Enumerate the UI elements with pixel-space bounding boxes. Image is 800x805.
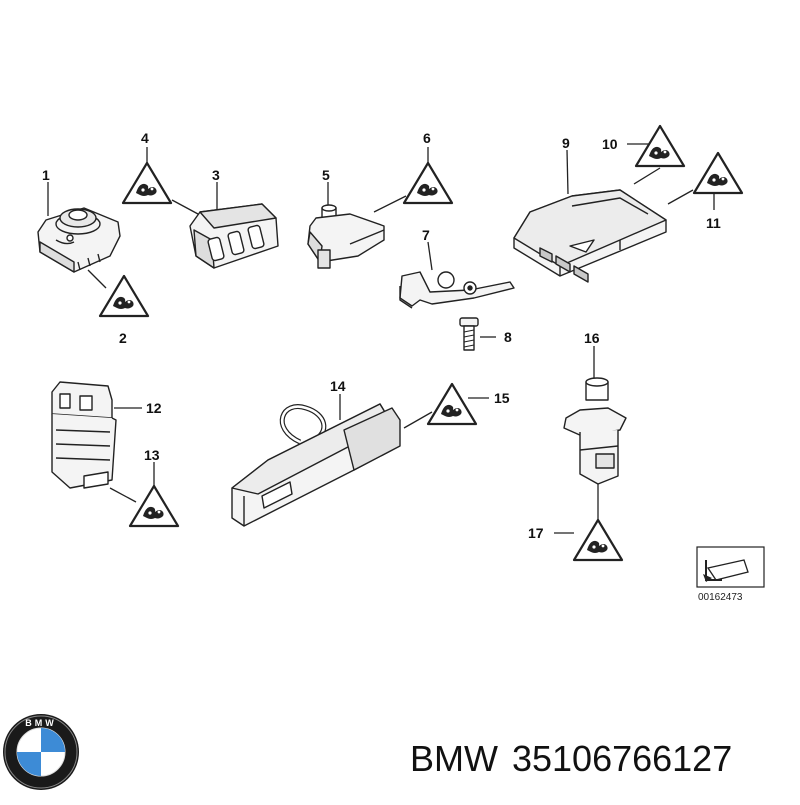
callout-4: 4 bbox=[141, 130, 149, 146]
warning-icon-6 bbox=[402, 161, 454, 205]
part-3-seat-memory-switch bbox=[189, 203, 279, 269]
callout-8: 8 bbox=[504, 329, 512, 345]
warning-icon-15 bbox=[426, 382, 478, 426]
warning-icon-17 bbox=[572, 518, 624, 562]
part-8-screw bbox=[459, 317, 479, 351]
logo-letters: BMW bbox=[25, 718, 57, 728]
warning-icon-2 bbox=[98, 274, 150, 318]
bmw-logo: BMW bbox=[3, 714, 79, 790]
callout-1: 1 bbox=[42, 167, 50, 183]
callout-13: 13 bbox=[144, 447, 160, 463]
callout-14: 14 bbox=[330, 378, 346, 394]
callout-10: 10 bbox=[602, 136, 618, 152]
callout-3: 3 bbox=[212, 167, 220, 183]
part-caption: BMW 35106766127 bbox=[410, 738, 746, 780]
part-12-connector-housing bbox=[51, 381, 117, 489]
reference-box: 00162473 bbox=[696, 546, 765, 603]
warning-icon-10 bbox=[634, 124, 686, 168]
callout-6: 6 bbox=[423, 130, 431, 146]
caption-brand: BMW bbox=[410, 738, 498, 779]
reference-number: 00162473 bbox=[698, 592, 743, 603]
callout-16: 16 bbox=[584, 330, 600, 346]
part-1-mirror-switch bbox=[37, 207, 121, 273]
warning-icon-4 bbox=[121, 161, 173, 205]
callout-7: 7 bbox=[422, 227, 430, 243]
warning-icon-13 bbox=[128, 484, 180, 528]
part-14-sensor-module bbox=[231, 403, 401, 527]
part-7-bracket bbox=[399, 271, 515, 309]
callout-5: 5 bbox=[322, 167, 330, 183]
callout-9: 9 bbox=[562, 135, 570, 151]
part-5-push-switch bbox=[307, 204, 385, 269]
callout-15: 15 bbox=[494, 390, 510, 406]
callout-11: 11 bbox=[706, 215, 721, 231]
part-9-control-unit bbox=[513, 189, 667, 283]
part-16-brake-light-switch bbox=[563, 377, 627, 485]
callout-17: 17 bbox=[528, 525, 544, 541]
warning-icon-11 bbox=[692, 151, 744, 195]
callout-2: 2 bbox=[119, 330, 127, 346]
caption-part-number: 35106766127 bbox=[511, 738, 733, 779]
callout-12: 12 bbox=[146, 400, 162, 416]
